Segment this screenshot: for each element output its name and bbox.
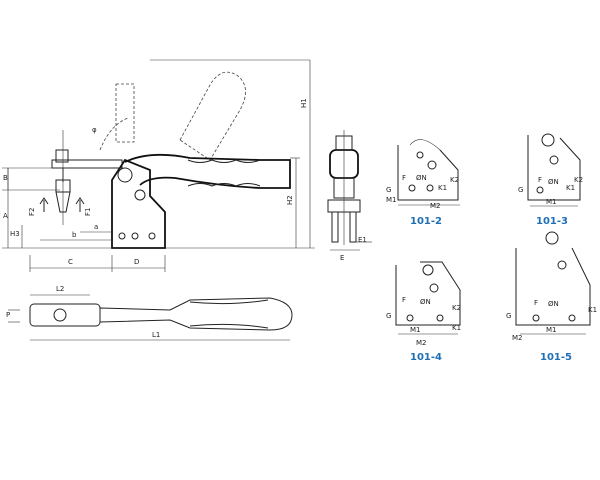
- v1-N: ØN: [416, 174, 427, 182]
- v4-N: ØN: [548, 300, 559, 308]
- dim-b: b: [72, 231, 77, 239]
- variant-label-101-3: 101-3: [536, 216, 568, 227]
- dim-H3: H3: [10, 230, 20, 238]
- variant-101-3: F ØN K1 K2 G M1 101-3: [518, 133, 583, 227]
- dim-P: P: [6, 311, 10, 319]
- v1-M2: M2: [430, 202, 441, 210]
- v2-K2: K2: [574, 176, 583, 184]
- dim-H1: H1: [300, 98, 308, 108]
- v1-K2: K2: [450, 176, 459, 184]
- dim-D: D: [134, 258, 139, 266]
- force-F1: F1: [84, 208, 92, 216]
- v4-K1: K1: [588, 306, 597, 314]
- variant-label-101-2: 101-2: [410, 216, 442, 227]
- front-view: E1 E: [327, 130, 372, 262]
- variant-label-101-5: 101-5: [540, 352, 572, 363]
- dim-a: a: [94, 223, 98, 231]
- v1-K1: K1: [438, 184, 447, 192]
- dim-A: A: [3, 212, 8, 220]
- v3-K2: K2: [452, 304, 461, 312]
- dim-L1: L1: [152, 331, 160, 339]
- variant-label-101-4: 101-4: [410, 352, 442, 363]
- top-view: L2 P L1: [6, 285, 293, 341]
- dim-L2: L2: [56, 285, 64, 293]
- variant-101-4: F ØN K2 K1 G M1 M2 101-4: [386, 261, 461, 363]
- v1-M1: M1: [386, 196, 397, 204]
- v2-N: ØN: [548, 178, 559, 186]
- v2-M1: M1: [546, 198, 557, 206]
- v1-G: G: [386, 186, 391, 194]
- dim-B: B: [3, 174, 8, 182]
- v4-F: F: [534, 299, 538, 307]
- v2-K1: K1: [566, 184, 575, 192]
- v4-M1: M1: [546, 326, 557, 334]
- dim-H2: H2: [286, 195, 294, 205]
- dim-E: E: [340, 254, 344, 262]
- v3-M1: M1: [410, 326, 421, 334]
- v4-G: G: [506, 312, 511, 320]
- dim-C: C: [68, 258, 73, 266]
- v3-N: ØN: [420, 298, 431, 306]
- v2-G: G: [518, 186, 523, 194]
- side-view: B A H3 F2 F1 b a φ C D H1 H2: [2, 59, 315, 272]
- v2-F: F: [538, 176, 542, 184]
- force-F2: F2: [28, 208, 36, 216]
- v3-F: F: [402, 296, 406, 304]
- angle-phi: φ: [92, 126, 97, 134]
- v1-F: F: [402, 174, 406, 182]
- v4-M2: M2: [512, 334, 523, 342]
- variant-101-5: F ØN K1 G M2 M1 101-5: [506, 231, 597, 363]
- v3-G: G: [386, 312, 391, 320]
- variant-101-2: F ØN K1 K2 G M1 M2 101-2: [386, 139, 460, 227]
- dim-E1: E1: [358, 236, 367, 244]
- v3-K1: K1: [452, 324, 461, 332]
- v3-M2: M2: [416, 339, 427, 347]
